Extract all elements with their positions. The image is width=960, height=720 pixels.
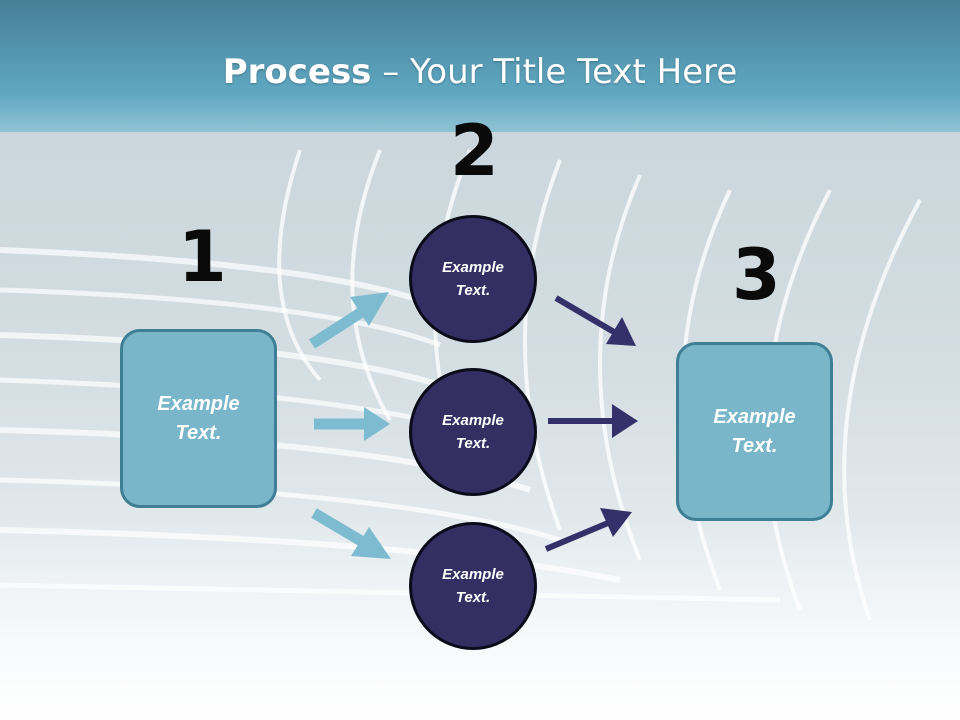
- circle-top-line1: Example: [442, 259, 504, 276]
- step-number-3: 3: [732, 234, 781, 316]
- step-number-2: 2: [450, 110, 499, 192]
- circle-middle-line2: Text.: [455, 435, 491, 452]
- arrow-left-to-middle: [314, 407, 390, 441]
- circle-bottom-line1: Example: [442, 566, 504, 583]
- left-box-line2: Text.: [175, 421, 222, 444]
- step-number-1: 1: [178, 216, 227, 298]
- page-title: Process – Your Title Text Here: [222, 52, 738, 92]
- arrow-left-to-bottom: [311, 508, 391, 559]
- right-box-line2: Text.: [731, 434, 778, 457]
- circle-top-line2: Text.: [455, 282, 491, 299]
- arrow-left-to-top: [309, 292, 389, 349]
- left-box-line1: Example: [157, 392, 240, 415]
- circle-middle-line1: Example: [442, 412, 504, 429]
- arrow-middle-to-right: [548, 404, 638, 438]
- arrow-bottom-to-right: [544, 508, 632, 552]
- circle-bottom-line2: Text.: [455, 589, 491, 606]
- arrow-top-to-right: [554, 295, 636, 346]
- right-box-line1: Example: [713, 405, 796, 428]
